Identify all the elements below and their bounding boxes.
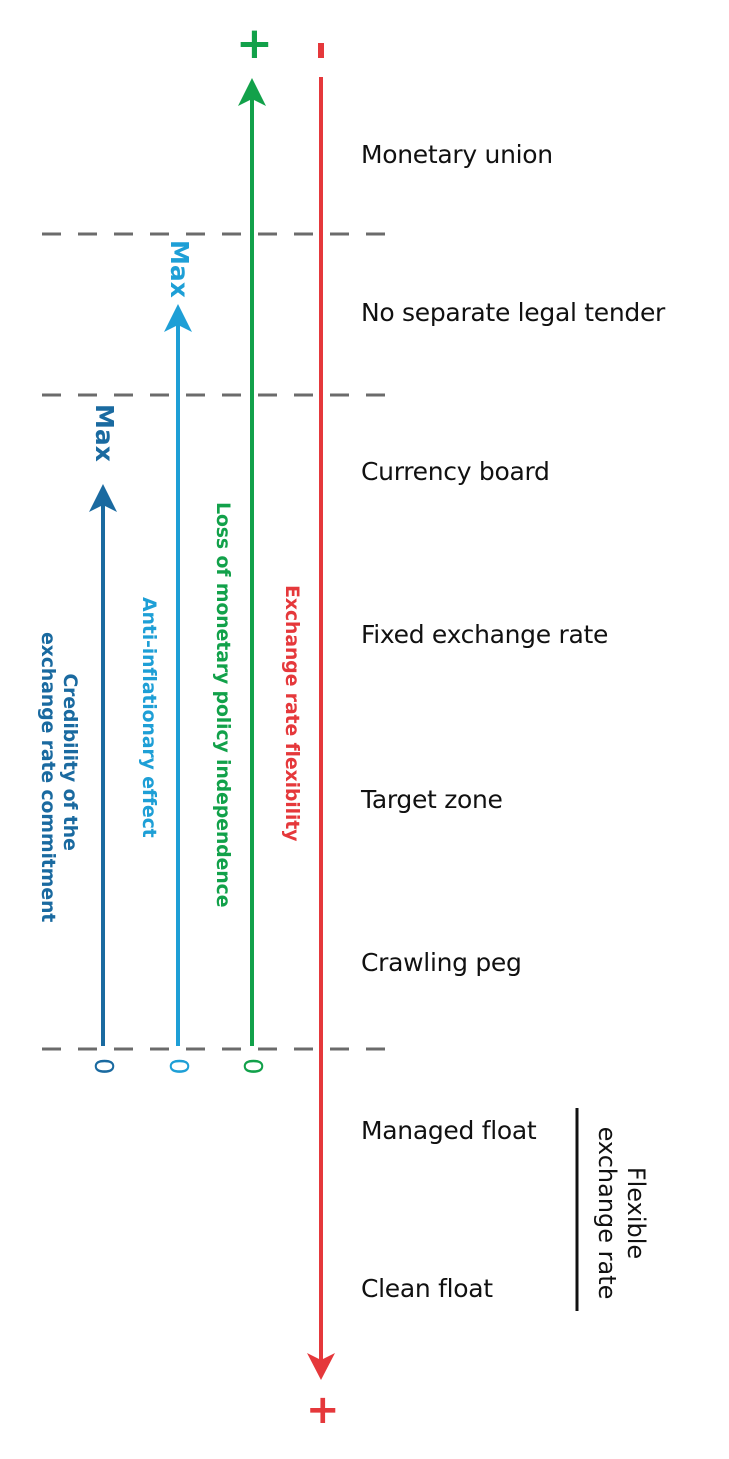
- regime-currency-board: Currency board: [361, 457, 550, 486]
- flexibility-plus-sign: +: [306, 1387, 340, 1433]
- flexibility-arrowhead-icon: [307, 1353, 335, 1380]
- regime-monetary-union: Monetary union: [361, 140, 553, 169]
- regime-target-zone: Target zone: [361, 785, 503, 814]
- credibility-max-label: Max: [90, 404, 119, 462]
- anti-inflation-axis-label: Anti-inflationary effect: [138, 597, 160, 838]
- credibility-label-line1: Credibility of the: [59, 673, 81, 851]
- regime-clean-float: Clean float: [361, 1274, 493, 1303]
- flexibility-minus-sign: [318, 43, 324, 58]
- regime-crawling-peg: Crawling peg: [361, 948, 522, 977]
- flexibility-axis-label: Exchange rate flexibility: [281, 585, 303, 842]
- credibility-axis-label: Credibility of the exchange rate commitm…: [37, 632, 81, 923]
- flexible-label-line2: exchange rate: [593, 1126, 621, 1300]
- regime-managed-float: Managed float: [361, 1116, 537, 1145]
- anti-inflation-max-label: Max: [165, 240, 194, 298]
- flexible-exchange-rate-label: Flexible exchange rate: [592, 1118, 650, 1308]
- monetary-loss-arrowhead-icon: [238, 78, 266, 106]
- credibility-arrowhead-icon: [89, 484, 117, 512]
- monetary-loss-zero-label: 0: [237, 1058, 267, 1075]
- monetary-loss-plus-sign: +: [236, 18, 273, 69]
- anti-inflation-arrowhead-icon: [164, 304, 192, 332]
- anti-inflation-zero-label: 0: [163, 1058, 193, 1075]
- monetary-loss-axis-label: Loss of monetary policy independence: [212, 502, 234, 908]
- regime-no-separate-legal-tender: No separate legal tender: [361, 298, 666, 327]
- regime-fixed-exchange-rate: Fixed exchange rate: [361, 620, 609, 649]
- flexible-label-line1: Flexible: [622, 1166, 650, 1260]
- credibility-zero-label: 0: [88, 1058, 118, 1075]
- credibility-label-line2: exchange rate commitment: [37, 632, 59, 923]
